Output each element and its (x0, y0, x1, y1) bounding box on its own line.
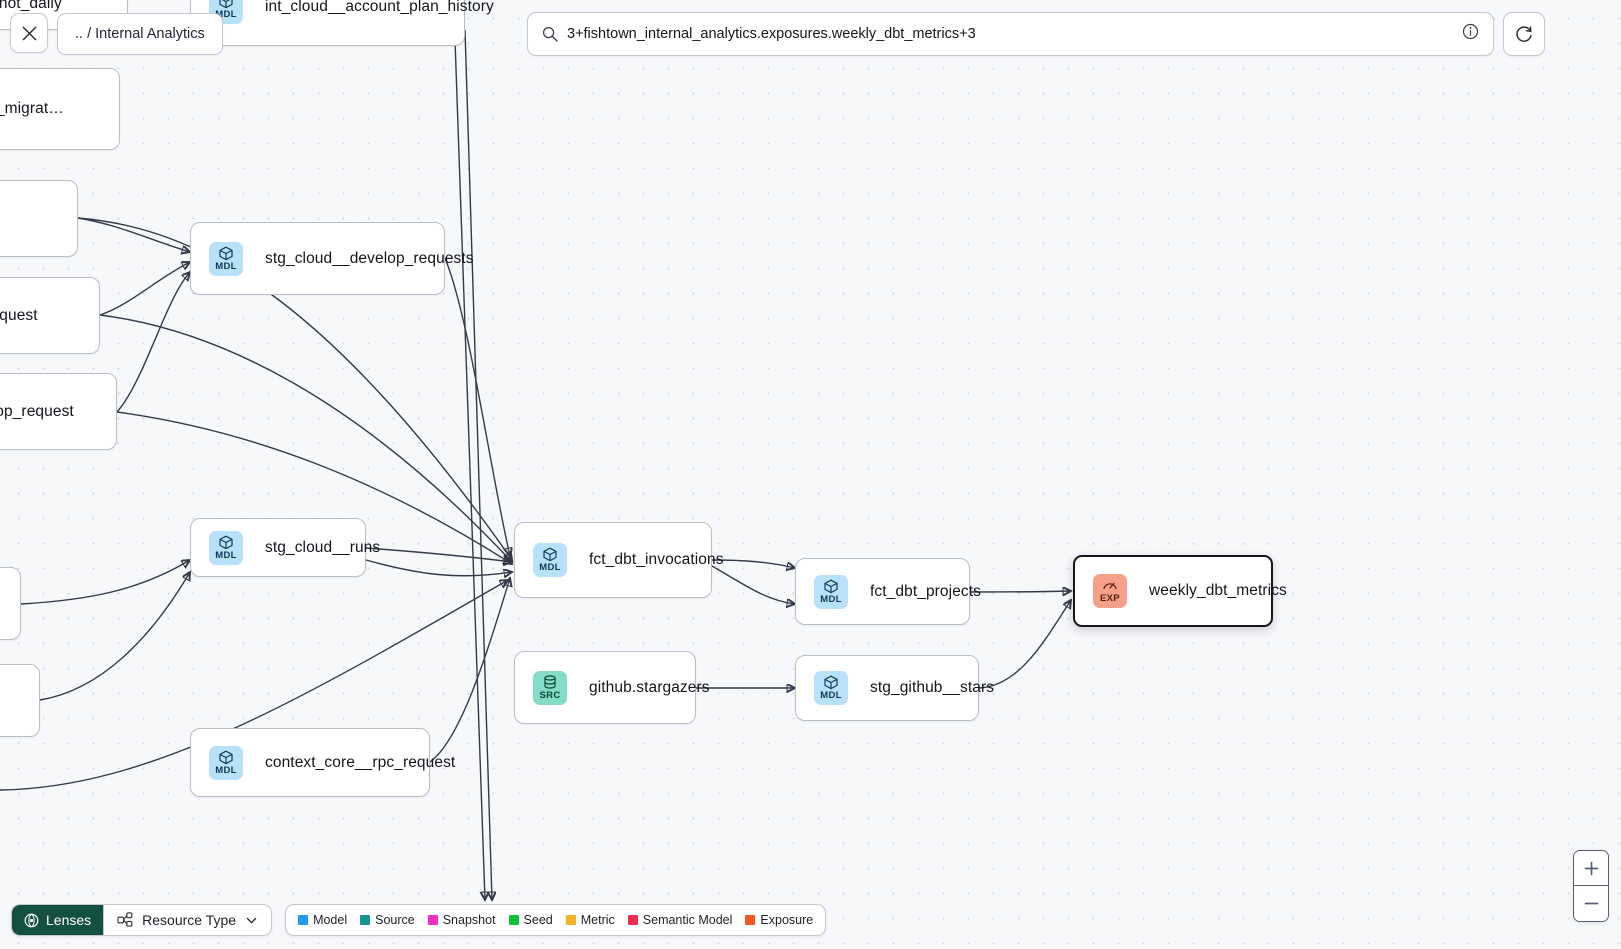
graph-node-label: fct_dbt_invocations (589, 551, 724, 568)
legend-swatch (298, 915, 309, 925)
mdl-resource-icon: MDL (533, 543, 567, 577)
lineage-edge (116, 272, 190, 413)
close-button[interactable] (10, 13, 48, 53)
lineage-edge (969, 591, 1071, 592)
graph-node-label: stg_cloud__runs (265, 538, 381, 556)
legend-label: Snapshot (442, 913, 496, 927)
lens-control-group: Lenses Resource Type (11, 904, 273, 936)
src-resource-icon: SRC (533, 670, 567, 705)
lineage-edge (454, 39, 485, 900)
zoom-out-button[interactable] (1574, 886, 1608, 921)
legend-item-source[interactable]: Source (360, 913, 415, 927)
legend-swatch (427, 915, 438, 925)
mdl-resource-icon: MDL (209, 745, 243, 780)
resource-type-icon (117, 912, 133, 927)
graph-node-label: github.stargazers (589, 678, 710, 696)
legend-label: Semantic Model (642, 913, 733, 927)
search-input[interactable] (567, 26, 1462, 42)
graph-node-multicell_migrat[interactable]: multicell_migrat… (0, 68, 120, 150)
graph-node-stg_cloud_develop_requests[interactable]: MDL stg_cloud__develop_requests (190, 222, 474, 295)
lineage-edge (99, 262, 190, 316)
legend-item-metric[interactable]: Metric (565, 913, 615, 927)
graph-node-label: stg_github__stars (870, 679, 995, 696)
graph-node-label: velop_request (0, 306, 38, 324)
legend-item-exposure[interactable]: Exposure (745, 913, 813, 927)
lineage-edge (444, 257, 510, 556)
legend-swatch (627, 915, 638, 925)
lenses-button[interactable]: Lenses (12, 905, 104, 935)
refresh-icon (1516, 26, 1532, 42)
chevron-down-icon (246, 917, 257, 923)
legend-swatch (745, 915, 756, 925)
lineage-edge (39, 572, 190, 701)
bottom-toolbar: Lenses Resource Type Model Source Snapshot… (11, 904, 827, 936)
legend-swatch (565, 915, 576, 925)
legend-item-semantic-model[interactable]: Semantic Model (627, 913, 733, 927)
graph-node-fct_dbt_projects[interactable]: MDL fct_dbt_projects (795, 558, 981, 625)
legend-label: Model (313, 913, 348, 927)
legend-label: Metric (580, 913, 615, 927)
graph-node-int_cloud_acct_plan_hist[interactable]: MDL int_cloud__account_plan_history (190, 0, 494, 46)
lenses-label: Lenses (46, 912, 92, 928)
close-icon (21, 25, 37, 41)
graph-node-stg_github_stars[interactable]: MDL stg_github__stars (795, 655, 994, 721)
legend-swatch (360, 915, 371, 925)
info-icon[interactable] (1462, 23, 1479, 45)
search-bar[interactable] (527, 12, 1494, 56)
minus-icon (1584, 902, 1598, 905)
mdl-resource-icon: MDL (209, 530, 243, 565)
resource-type-legend: Model Source Snapshot Seed Metric Semantic Mo… (285, 904, 827, 936)
graph-node-left_run_2[interactable]: _run (0, 664, 40, 737)
graph-node-label: int_cloud__account_plan_history (265, 0, 494, 15)
legend-label: Exposure (760, 913, 814, 927)
graph-node-context_core_rpc_request[interactable]: MDL context_core__rpc_request (190, 728, 455, 797)
lens-icon (24, 913, 39, 927)
mdl-resource-icon: MDL (814, 671, 848, 705)
graph-node-develop_request_2[interactable]: velop_request (0, 277, 100, 354)
search-icon (542, 26, 558, 42)
refresh-button[interactable] (1503, 12, 1545, 56)
graph-node-label: _develop_request (0, 402, 74, 420)
graph-node-label: stg_cloud__develop_requests (265, 249, 474, 267)
lineage-edge (978, 600, 1071, 689)
plus-icon (1584, 861, 1598, 875)
lineage-edge (711, 559, 795, 568)
legend-label: Seed (523, 913, 553, 927)
legend-item-model[interactable]: Model (298, 913, 347, 927)
lineage-edge (365, 547, 512, 562)
graph-node-stg_cloud_runs[interactable]: MDL stg_cloud__runs (190, 518, 380, 577)
breadcrumb[interactable]: .. / Internal Analytics (57, 13, 223, 55)
lineage-edge (711, 565, 795, 604)
resource-type-dropdown[interactable]: Resource Type (103, 905, 272, 935)
graph-node-label: context_core__rpc_request (265, 753, 456, 771)
lineage-edge (77, 217, 190, 252)
mdl-resource-icon: MDL (209, 0, 243, 24)
graph-node-github_stargazers[interactable]: SRC github.stargazers (514, 651, 710, 724)
graph-node-weekly_dbt_metrics[interactable]: EXP weekly_dbt_metrics (1073, 555, 1287, 627)
zoom-in-button[interactable] (1574, 851, 1608, 886)
graph-node-fct_dbt_invocations[interactable]: MDL fct_dbt_invocations (514, 522, 724, 598)
graph-node-label: fct_dbt_projects (870, 582, 982, 600)
legend-swatch (508, 915, 519, 925)
legend-label: Source (375, 913, 415, 927)
lineage-edge (20, 560, 190, 605)
exp-resource-icon: EXP (1093, 574, 1127, 608)
legend-item-seed[interactable]: Seed (508, 913, 553, 927)
lineage-edge (365, 559, 512, 576)
graph-node-develop_request_1[interactable]: p_request (0, 180, 78, 257)
resource-type-label: Resource Type (142, 912, 237, 928)
mdl-resource-icon: MDL (209, 241, 243, 276)
lineage-edge (429, 578, 510, 763)
graph-node-label: weekly_dbt_metrics (1149, 582, 1287, 599)
mdl-resource-icon: MDL (814, 574, 848, 609)
zoom-controls (1573, 850, 1609, 922)
lineage-edge (464, 29, 492, 900)
graph-node-label: snapshot_daily (0, 0, 62, 12)
graph-node-left_run_1[interactable]: n (0, 567, 21, 640)
graph-node-develop_request_3[interactable]: _develop_request (0, 373, 117, 450)
graph-node-label: multicell_migrat… (0, 100, 64, 117)
legend-item-snapshot[interactable]: Snapshot (427, 913, 496, 927)
